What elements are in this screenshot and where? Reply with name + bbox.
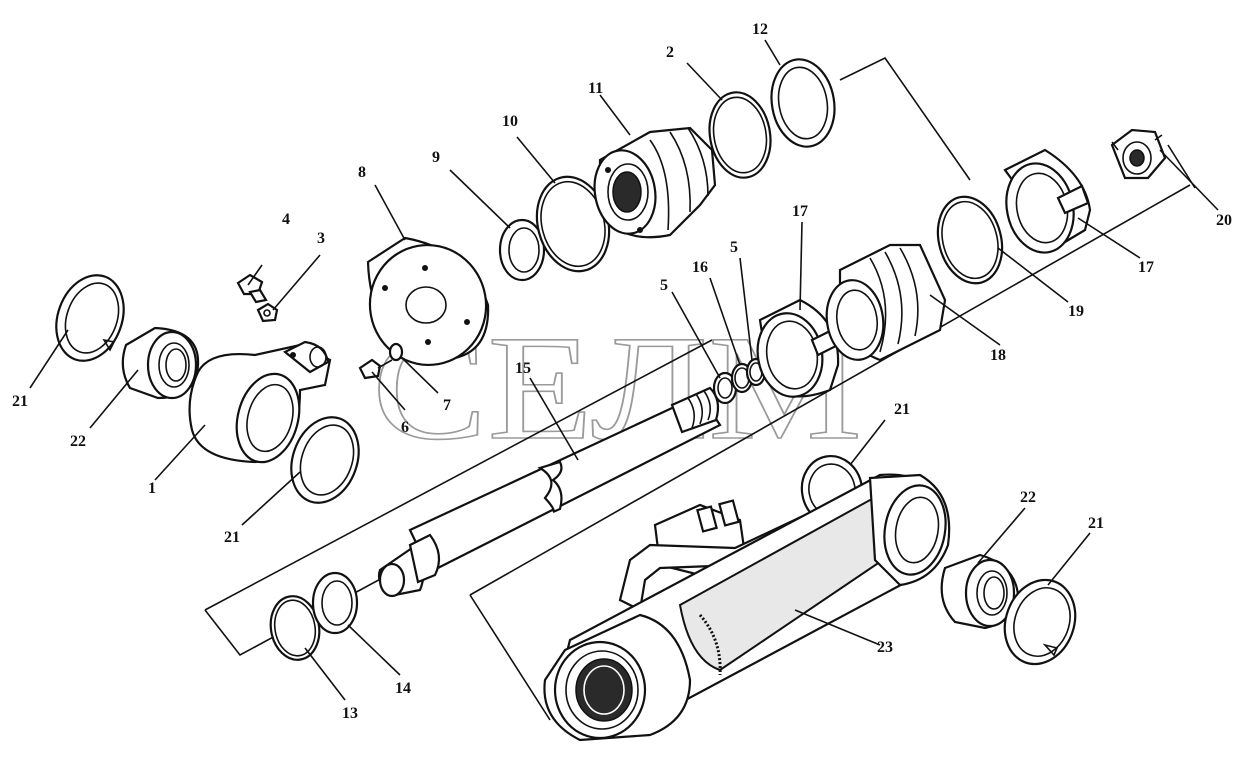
gland-11 [593,126,717,239]
callout-18: 18 [990,347,1006,364]
ring-19 [936,195,1004,285]
bolt-6 [358,358,393,380]
castle-nut-20 [1110,128,1167,180]
callout-14: 14 [395,680,411,697]
callout-5-a: 5 [660,277,668,294]
bushing-22-left [121,326,200,400]
leader-lines [29,39,1219,701]
split-ring-17-right [1003,148,1092,254]
callout-17-b: 17 [1138,259,1154,276]
cylinder-barrel-23 [543,473,951,742]
callout-21-b: 21 [224,529,240,546]
callout-22-b: 22 [1020,489,1036,506]
callout-19: 19 [1068,303,1084,320]
snap-ring-21-mid [290,416,360,504]
callout-11: 11 [588,80,603,97]
callout-21-a: 21 [12,393,28,410]
callout-15: 15 [515,360,531,377]
callout-22-a: 22 [70,433,86,450]
callout-8: 8 [358,164,366,181]
callout-labels: 1 2 3 4 5 5 6 7 8 9 10 11 12 13 14 15 16… [12,21,1232,722]
ring-2 [708,91,772,179]
ring-12 [770,58,836,148]
callout-20: 20 [1216,212,1232,229]
ring-5-a [712,371,738,405]
flange-8 [366,236,490,367]
callout-4: 4 [282,211,290,228]
callout-23: 23 [877,639,893,656]
callout-13: 13 [342,705,358,722]
callout-5-b: 5 [730,239,738,256]
guide-line-shaft-axis [204,339,713,611]
callout-16: 16 [692,259,708,276]
callout-7: 7 [443,397,451,414]
rod-eye-1 [188,340,332,464]
guide-line-upper [839,56,971,181]
callout-1: 1 [148,480,156,497]
piston-rod-15 [377,386,722,598]
guide-line-barrel-left [469,594,551,721]
ring-14 [311,571,359,635]
callout-21-d: 21 [1088,515,1104,532]
callout-12: 12 [752,21,768,38]
callout-2: 2 [666,44,674,61]
snap-ring-21-left [55,274,125,362]
seal-9 [498,218,546,282]
snap-ring-21-right [1003,578,1077,666]
piston-18 [825,243,947,362]
nut-3 [256,302,279,323]
callout-3: 3 [317,230,325,247]
bolt-4 [236,273,268,304]
callout-17-a: 17 [792,203,808,220]
callout-6: 6 [401,419,409,436]
washer-7 [388,342,404,362]
callout-21-c: 21 [894,401,910,418]
callout-9: 9 [432,149,440,166]
callout-10: 10 [502,113,518,130]
